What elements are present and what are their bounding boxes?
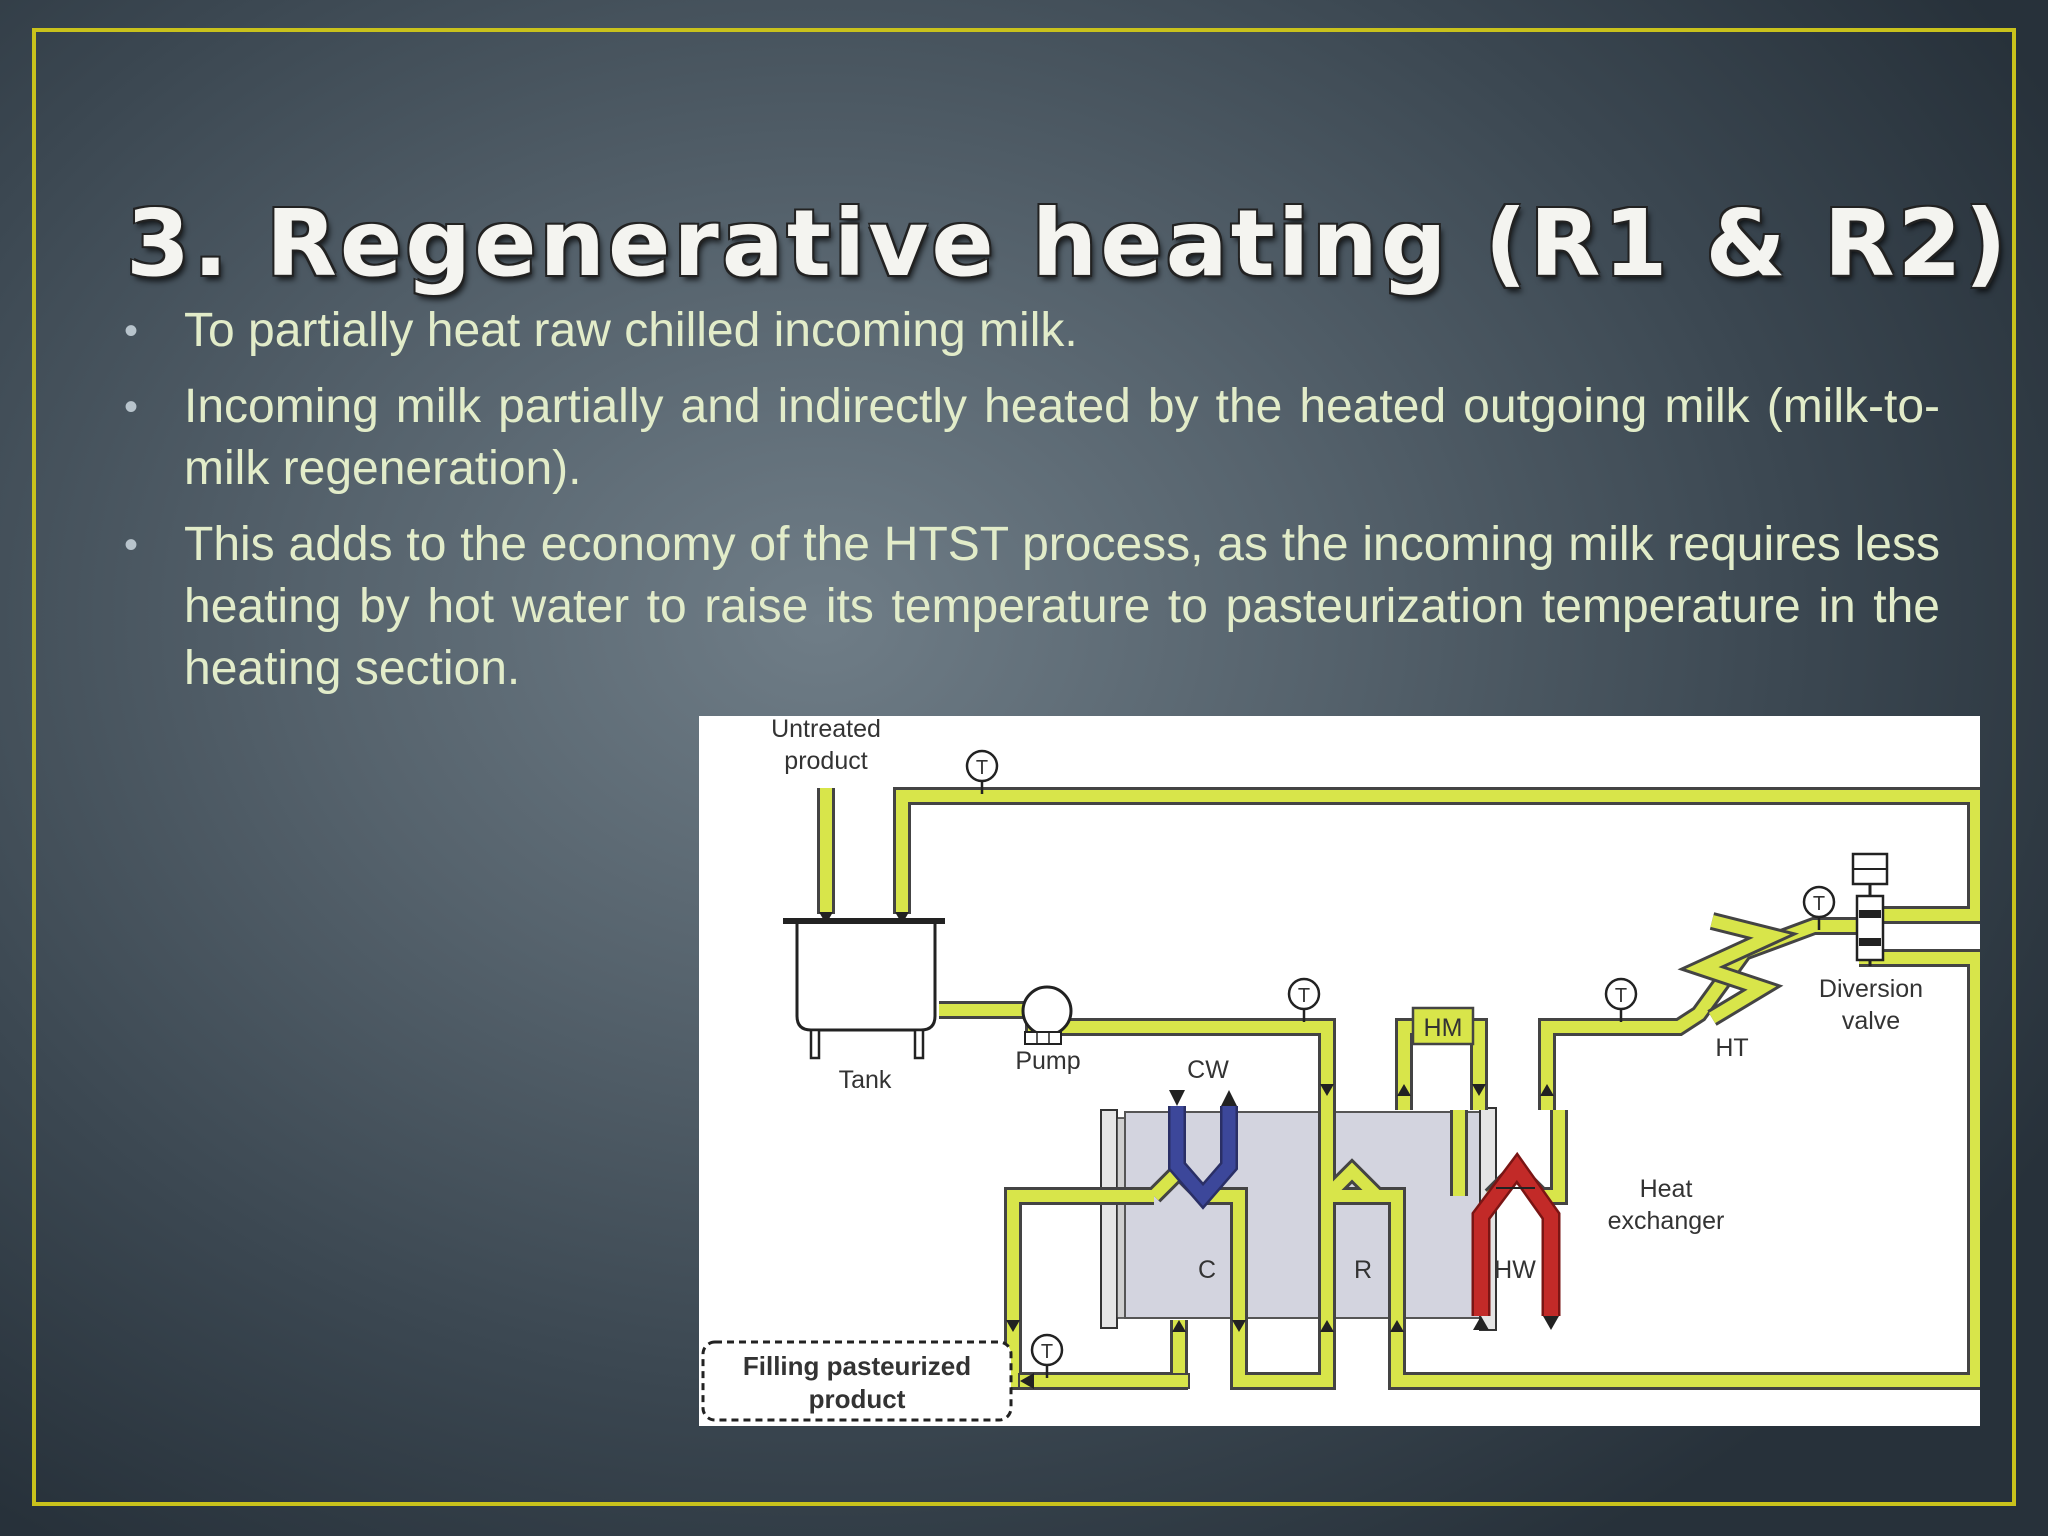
label-product: product bbox=[784, 747, 867, 775]
diversion-valve-icon bbox=[1851, 852, 1889, 966]
label-ht: HT bbox=[1715, 1034, 1748, 1062]
bullet-item: • This adds to the economy of the HTST pr… bbox=[120, 514, 1940, 700]
hot-water-pipe bbox=[1471, 1151, 1561, 1330]
htst-process-diagram: T T T T T Untreated product Tank Pump CW… bbox=[699, 716, 1980, 1426]
svg-text:T: T bbox=[1298, 985, 1310, 1007]
label-r: R bbox=[1354, 1256, 1372, 1284]
label-pump: Pump bbox=[1015, 1047, 1080, 1075]
slide-border bbox=[32, 28, 2016, 1506]
bullet-item: • To partially heat raw chilled incoming … bbox=[120, 300, 1940, 362]
filling-outlet-pipe bbox=[1018, 1373, 1190, 1389]
svg-text:T: T bbox=[1813, 893, 1825, 915]
holding-meter bbox=[1411, 1006, 1475, 1046]
flow-arrows bbox=[819, 912, 1554, 1332]
pump-icon bbox=[1021, 985, 1073, 1045]
holding-tube bbox=[1677, 912, 1800, 1026]
heat-exchanger bbox=[1100, 1107, 1497, 1331]
label-hw: HW bbox=[1494, 1256, 1536, 1284]
diagram-canvas: T T T T T Untreated product Tank Pump CW… bbox=[701, 716, 1980, 1422]
thermometer-icon: T bbox=[1802, 885, 1836, 932]
bullet-marker: • bbox=[124, 309, 139, 353]
label-heat: Heat bbox=[1640, 1175, 1693, 1203]
label-tank: Tank bbox=[839, 1066, 892, 1094]
tank bbox=[783, 918, 945, 1060]
svg-text:T: T bbox=[1041, 1341, 1053, 1363]
label-exchanger: exchanger bbox=[1608, 1207, 1725, 1235]
bullet-item: • Incoming milk partially and indirectly … bbox=[120, 376, 1940, 500]
label-hm: HM bbox=[1424, 1014, 1463, 1042]
thermometer-icon: T bbox=[1030, 1333, 1064, 1378]
label-untreated: Untreated bbox=[771, 716, 881, 743]
svg-text:T: T bbox=[976, 757, 988, 779]
cooling-water-pipe bbox=[1168, 1090, 1238, 1210]
label-diversion: Diversion bbox=[1819, 975, 1923, 1003]
bullet-text: Incoming milk partially and indirectly h… bbox=[184, 380, 1940, 495]
label-filling: Filling pasteurized bbox=[743, 1351, 971, 1381]
thermometer-icon: T bbox=[965, 749, 999, 796]
label-valve: valve bbox=[1842, 1007, 1900, 1035]
label-c: C bbox=[1198, 1256, 1216, 1284]
label-cw: CW bbox=[1187, 1056, 1229, 1084]
filling-pasteurized-product-box bbox=[701, 1340, 1013, 1422]
product-piping bbox=[817, 787, 1980, 1390]
bullet-marker: • bbox=[124, 523, 139, 567]
thermometer-icon: T bbox=[1287, 977, 1321, 1024]
bullet-text: This adds to the economy of the HTST pro… bbox=[184, 518, 1940, 695]
thermometer-icon: T bbox=[1604, 977, 1638, 1024]
slide-title: 3. Regenerative heating (R1 & R2) bbox=[126, 190, 2010, 297]
svg-text:T: T bbox=[1615, 985, 1627, 1007]
bullet-list: • To partially heat raw chilled incoming … bbox=[120, 300, 1940, 714]
bullet-marker: • bbox=[124, 385, 139, 429]
label-filling-product: product bbox=[809, 1384, 906, 1414]
bullet-text: To partially heat raw chilled incoming m… bbox=[184, 304, 1078, 357]
